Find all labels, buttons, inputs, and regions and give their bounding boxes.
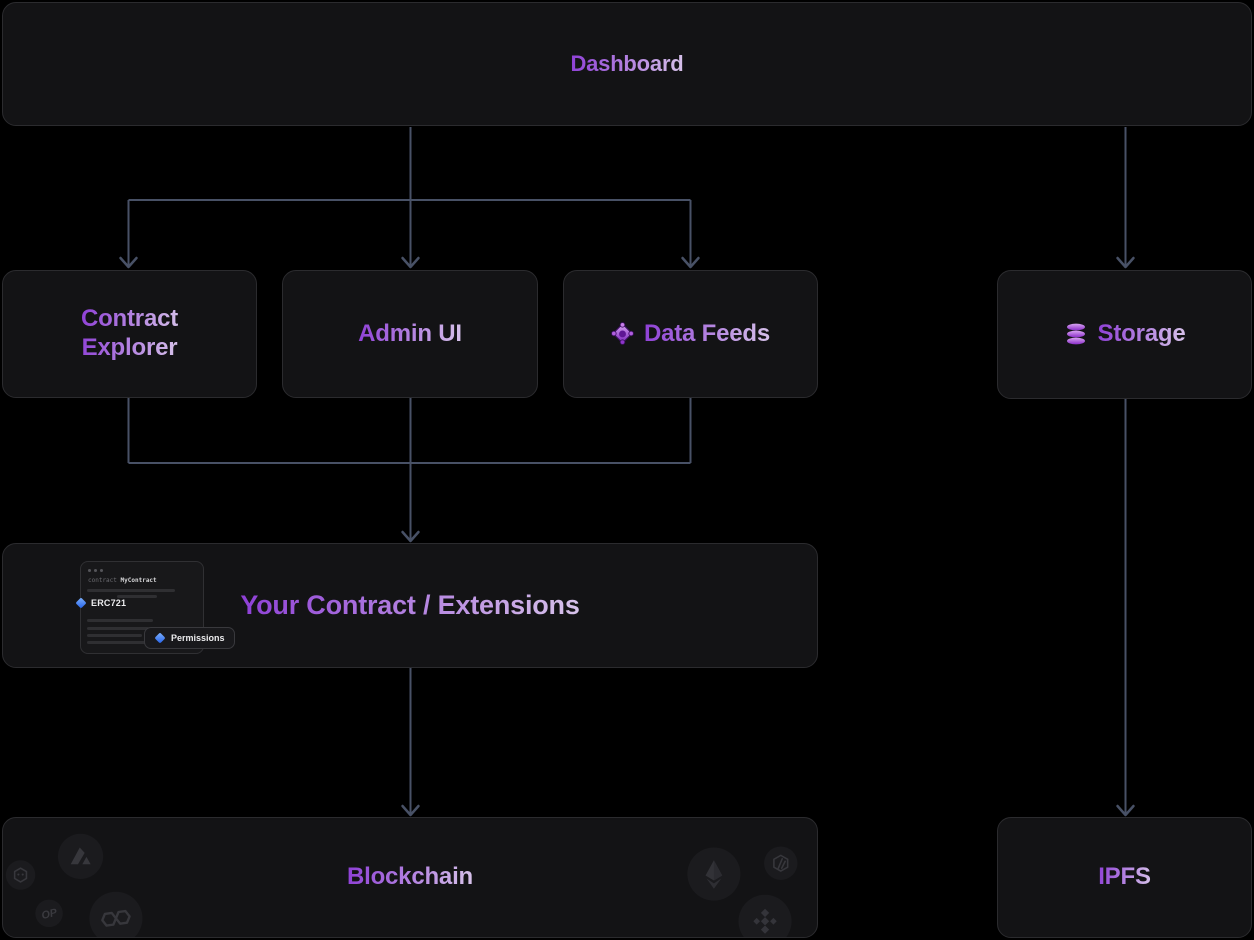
node-dashboard[interactable]: Dashboard <box>2 2 1252 126</box>
ipfs-label: IPFS <box>1098 863 1151 891</box>
code-bar <box>117 595 157 598</box>
arrowhead-storage <box>1116 256 1135 269</box>
blue-gem-icon <box>76 598 86 608</box>
node-ipfs[interactable]: IPFS <box>997 817 1252 938</box>
code-bar <box>87 627 149 630</box>
ethereum-icon <box>687 847 741 901</box>
connector-contract-to-blockchain <box>401 668 420 817</box>
arrowhead-contract-explorer <box>119 256 138 269</box>
optimism-icon: OP <box>35 899 63 928</box>
arbitrum-icon <box>764 846 798 880</box>
node-your-contract[interactable]: contract MyContract ERC721 Permissions Y… <box>2 543 818 668</box>
code-bar <box>87 589 175 592</box>
data-feeds-label: Data Feeds <box>643 319 771 347</box>
node-admin-ui[interactable]: Admin UI <box>282 270 538 398</box>
database-icon <box>1066 324 1085 345</box>
node-blockchain[interactable]: OP <box>2 817 818 938</box>
code-bar <box>87 641 147 644</box>
blue-gem-icon <box>155 633 165 643</box>
admin-ui-label: Admin UI <box>358 319 462 347</box>
arrowhead-your-contract <box>401 530 420 543</box>
connector-storage-to-ipfs <box>1116 399 1135 817</box>
storage-label: Storage <box>1097 320 1186 348</box>
node-storage[interactable]: Storage <box>997 270 1252 399</box>
code-bar <box>87 619 153 622</box>
permissions-badge: Permissions <box>144 627 235 649</box>
arrowhead-data-feeds <box>681 256 700 269</box>
arrowhead-blockchain <box>401 804 420 817</box>
node-contract-explorer[interactable]: Contract Explorer <box>2 270 257 398</box>
arrowhead-ipfs <box>1116 804 1135 817</box>
window-dots-icon <box>88 569 103 572</box>
avalanche-icon <box>57 833 104 879</box>
code-bar <box>87 634 142 637</box>
blockchain-label: Blockchain <box>346 863 474 891</box>
connector-row-to-contract <box>127 398 692 543</box>
contract-code-line: contract MyContract <box>88 577 157 584</box>
your-contract-label: Your Contract / Extensions <box>240 590 580 621</box>
connector-dashboard-to-row <box>119 127 700 269</box>
bnb-icon <box>738 894 792 937</box>
arrowhead-admin-ui <box>401 256 420 269</box>
contract-explorer-label: Contract Explorer <box>80 305 179 361</box>
gem-icon <box>611 322 634 346</box>
hex-chain-icon <box>5 860 36 890</box>
optimism-label: OP <box>40 906 59 922</box>
polygon-icon <box>89 891 143 937</box>
connector-dashboard-to-storage <box>1116 127 1135 269</box>
erc721-badge: ERC721 <box>75 597 126 609</box>
node-data-feeds[interactable]: Data Feeds <box>563 270 818 398</box>
dashboard-label: Dashboard <box>570 50 684 76</box>
